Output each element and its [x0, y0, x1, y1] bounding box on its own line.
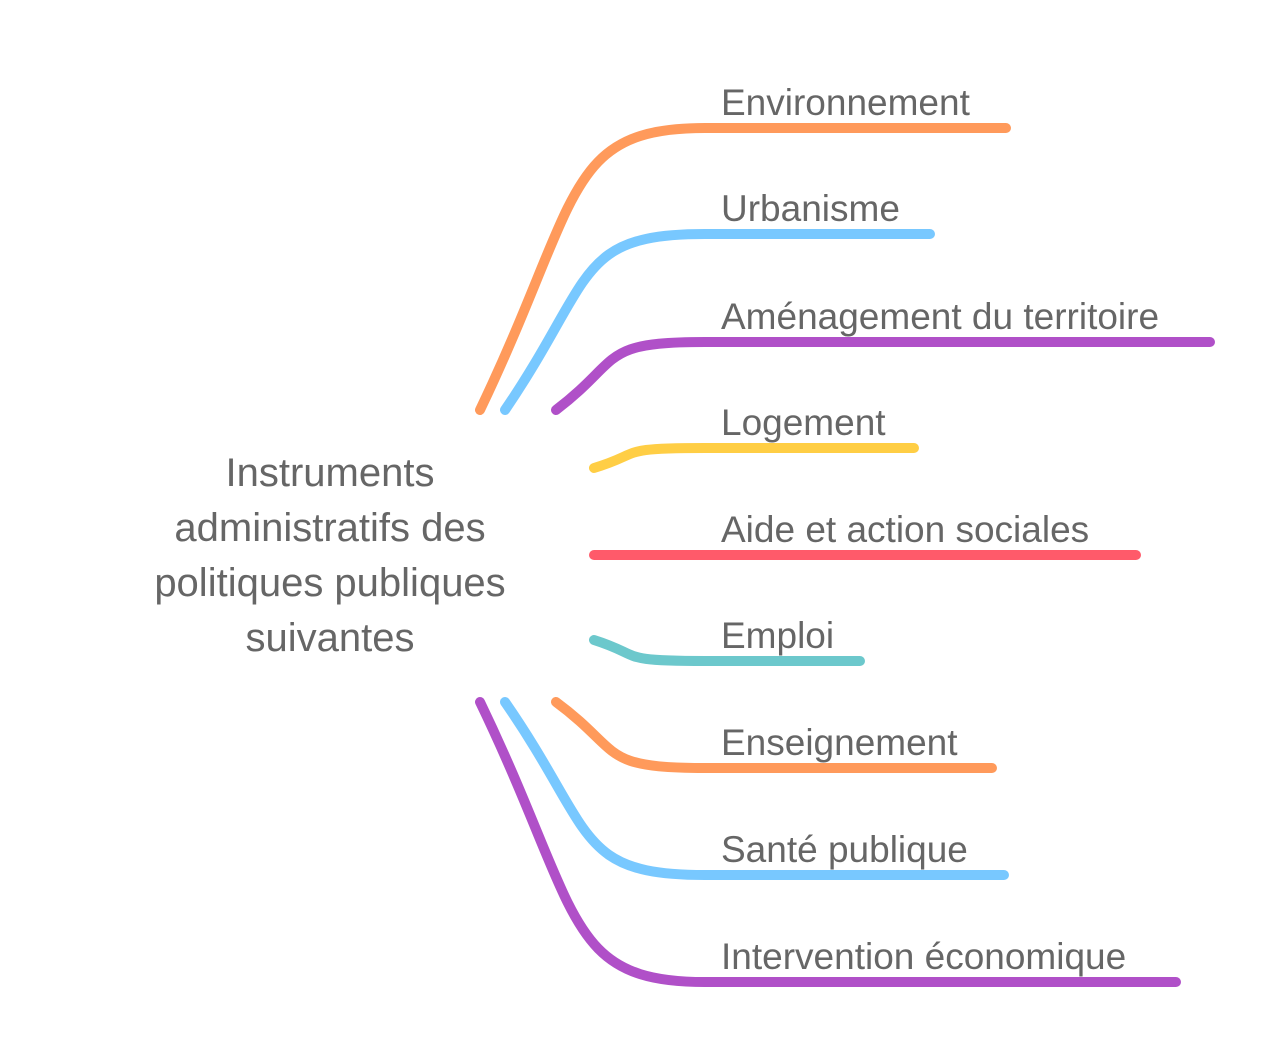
branch-line — [551, 337, 1215, 415]
branch-lines — [475, 123, 1215, 987]
root-topic-line: suivantes — [245, 616, 415, 660]
branch-topic-label[interactable]: Logement — [721, 402, 886, 443]
branch-topic-label[interactable]: Aide et action sociales — [721, 509, 1089, 550]
branch-topic-label[interactable]: Aménagement du territoire — [721, 296, 1159, 337]
branch-topic-label[interactable]: Enseignement — [721, 722, 958, 763]
branch-topic-label[interactable]: Urbanisme — [721, 188, 900, 229]
root-topic-line: administratifs des — [174, 506, 486, 550]
branch-line — [500, 697, 1009, 880]
branch-topic-label[interactable]: Environnement — [721, 82, 971, 123]
branch-topic-label[interactable]: Santé publique — [721, 829, 968, 870]
root-topic-line: politiques publiques — [154, 561, 506, 605]
root-topic-line: Instruments — [225, 451, 435, 495]
branch-line — [475, 697, 1181, 987]
root-topic[interactable]: Instruments administratifs des politique… — [100, 446, 560, 666]
branch-line — [589, 443, 919, 473]
branch-line — [475, 123, 1011, 415]
branch-topic-label[interactable]: Emploi — [721, 615, 834, 656]
branch-line — [589, 635, 865, 666]
branch-line — [551, 697, 997, 773]
branch-line — [500, 229, 935, 415]
branch-topic-label[interactable]: Intervention économique — [721, 936, 1126, 977]
